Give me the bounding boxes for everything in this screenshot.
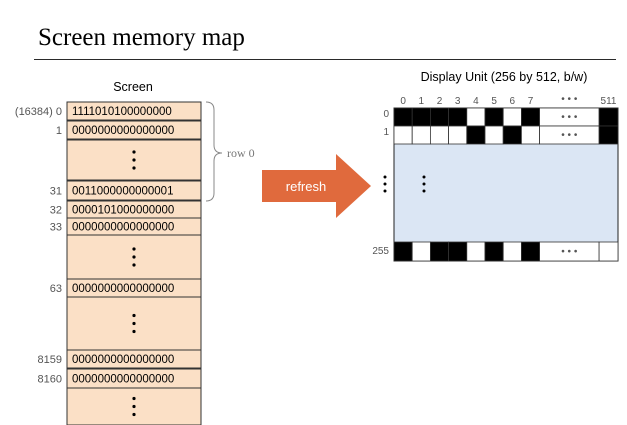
memory-cell <box>66 101 202 121</box>
horizontal-ellipsis: • • • <box>561 112 578 123</box>
vertical-ellipsis-dot <box>132 255 136 259</box>
pixel-row-1 <box>466 125 486 145</box>
pixel-row-255 <box>411 241 431 262</box>
memory-address: 63 <box>50 283 62 295</box>
pixel-row-0 <box>448 107 468 127</box>
vertical-ellipsis-dot <box>132 158 136 162</box>
memory-address: 32 <box>50 205 62 217</box>
pixel-row-0 <box>521 107 541 127</box>
memory-address: 33 <box>50 222 62 234</box>
vertical-ellipsis-dot <box>132 263 136 267</box>
vertical-ellipsis-dot <box>132 313 136 318</box>
vertical-ellipsis-dot <box>132 321 136 326</box>
column-label: 2 <box>437 96 443 107</box>
memory-address: 1 <box>56 125 62 137</box>
memory-word: 0000000000000000 <box>72 354 174 366</box>
row-label: 0 <box>383 109 389 120</box>
column-ellipsis: • • • <box>561 94 578 105</box>
pixel-row-1 <box>484 125 504 145</box>
memory-word: 0000000000000000 <box>72 222 174 234</box>
row0-brace <box>205 101 223 202</box>
memory-address: 8159 <box>38 354 62 366</box>
pixel-row-0 <box>598 107 619 127</box>
column-label: 1 <box>419 96 425 107</box>
pixel-row-255 <box>598 241 619 262</box>
vertical-ellipsis-dot <box>132 412 136 417</box>
vertical-ellipsis-dot <box>132 396 136 401</box>
memory-cell <box>66 349 202 369</box>
pixel-row-1 <box>393 125 413 145</box>
pixel-row-0 <box>429 107 449 127</box>
pixel-row-255 <box>448 241 468 262</box>
memory-word: 1111010100000000 <box>72 106 172 118</box>
horizontal-ellipsis: • • • <box>561 130 578 141</box>
column-label: 7 <box>528 96 534 107</box>
vertical-ellipsis-dot <box>132 329 136 334</box>
column-label: 5 <box>491 96 497 107</box>
row0-label: row 0 <box>227 146 255 160</box>
pixel-row-1 <box>598 125 619 145</box>
pixel-row-0 <box>466 107 486 127</box>
display-unit-grid: • • • • • • • • • 0 1 2 3 4 5 6 7 511 • • • 0 1 255 <box>372 94 619 262</box>
memory-word: 0000000000000000 <box>72 125 174 137</box>
memory-address: 31 <box>50 186 62 198</box>
pixel-row-255 <box>484 241 504 262</box>
pixel-row-1 <box>411 125 431 145</box>
pixel-row-1 <box>429 125 449 145</box>
refresh-label: refresh <box>286 179 326 194</box>
vertical-ellipsis-dot <box>422 189 426 193</box>
vertical-ellipsis-dot <box>132 166 136 170</box>
pixel-row-255 <box>466 241 486 262</box>
ellipsis-cell <box>539 125 600 145</box>
screen-header: Screen <box>113 80 153 94</box>
pixel-row-255 <box>502 241 522 262</box>
vertical-ellipsis-dot <box>422 182 426 186</box>
memory-word: 0000101000000000 <box>72 205 174 217</box>
column-label: 6 <box>510 96 516 107</box>
pixel-row-1 <box>521 125 541 145</box>
vertical-ellipsis-dot <box>383 189 387 193</box>
ellipsis-cell <box>539 241 600 262</box>
vertical-ellipsis-dot <box>132 404 136 409</box>
column-label: 3 <box>455 96 461 107</box>
column-label: 511 <box>601 96 617 107</box>
display-unit-title: Display Unit (256 by 512, b/w) <box>421 70 588 84</box>
memory-word: 0000000000000000 <box>72 283 174 295</box>
pixel-row-255 <box>521 241 541 262</box>
pixel-row-1 <box>502 125 522 145</box>
column-label: 4 <box>473 96 479 107</box>
memory-address: (16384) 0 <box>15 106 62 118</box>
memory-cell <box>66 180 202 201</box>
vertical-ellipsis-dot <box>132 247 136 251</box>
pixel-row-255 <box>429 241 449 262</box>
title-underline <box>34 59 616 60</box>
pixel-row-0 <box>393 107 413 127</box>
memory-address: 8160 <box>38 374 62 386</box>
memory-word: 0000000000000000 <box>72 374 174 386</box>
pixel-row-1 <box>448 125 468 145</box>
pixel-row-255 <box>393 241 413 262</box>
column-label: 0 <box>400 96 406 107</box>
vertical-ellipsis-dot <box>422 175 426 179</box>
vertical-ellipsis-dot <box>132 150 136 154</box>
vertical-ellipsis-dot <box>383 175 387 179</box>
refresh-arrow <box>262 154 371 218</box>
memory-word: 0011000000000001 <box>72 186 173 198</box>
row-label: 1 <box>383 127 389 138</box>
slide-title: Screen memory map <box>38 24 245 51</box>
pixel-row-0 <box>502 107 522 127</box>
pixel-row-0 <box>411 107 431 127</box>
pixel-row-0 <box>484 107 504 127</box>
row-label: 255 <box>372 246 389 257</box>
horizontal-ellipsis: • • • <box>561 247 578 258</box>
screen-memory-column: 1111010100000000 (16384) 0 000000000000000… <box>15 101 202 425</box>
vertical-ellipsis-dot <box>383 182 387 186</box>
memory-cell <box>66 120 202 140</box>
